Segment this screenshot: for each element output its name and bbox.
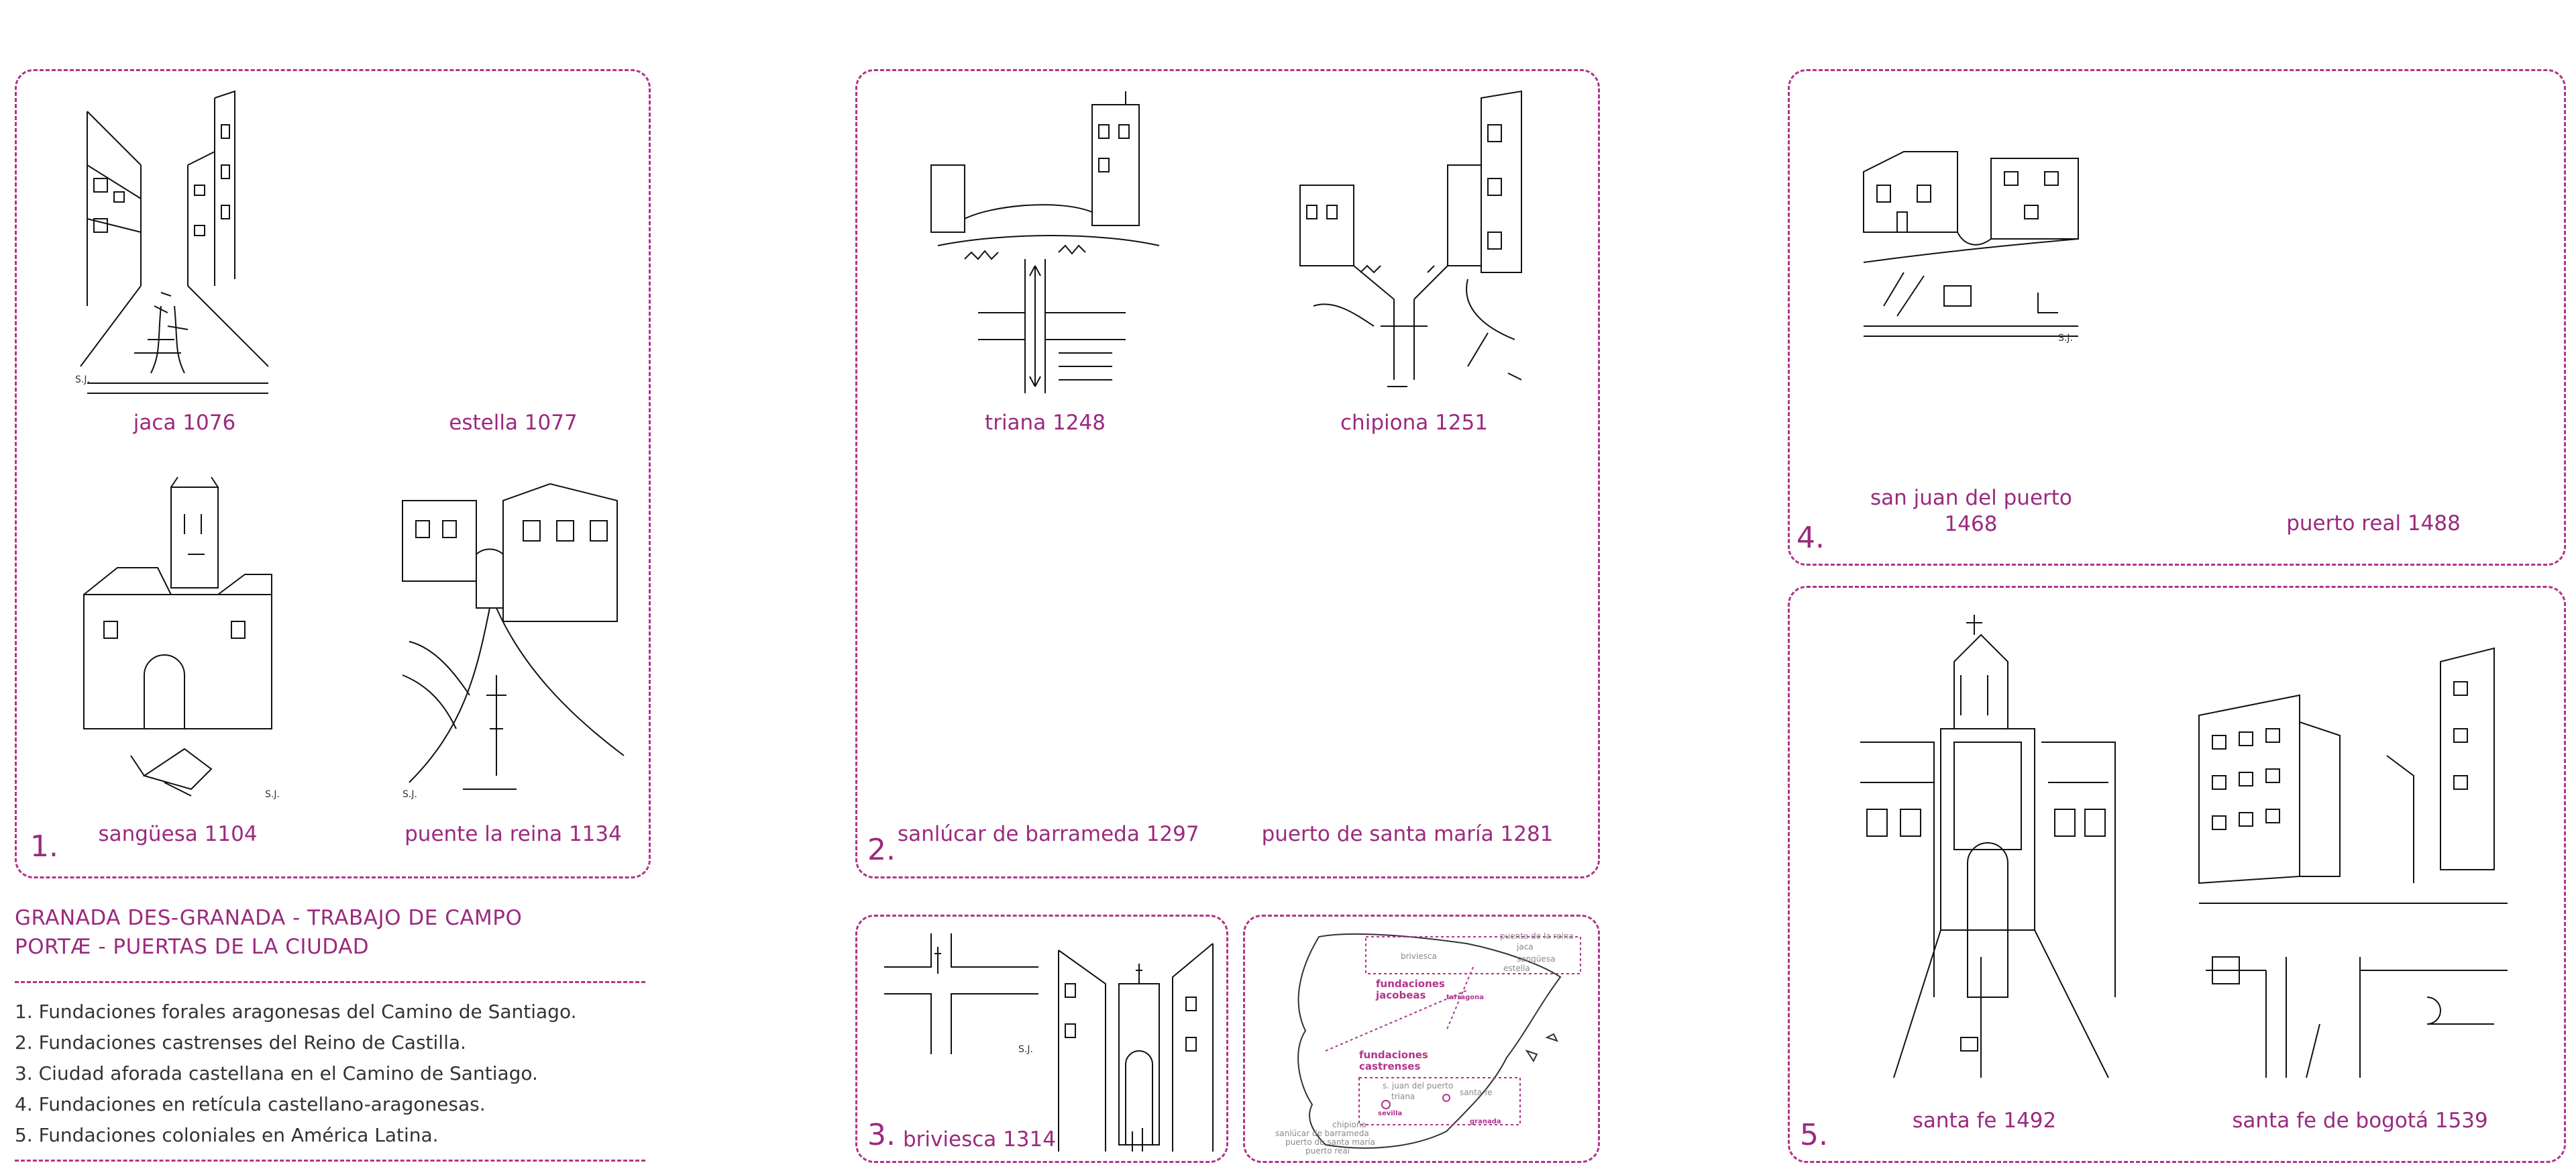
sketch-puente-la-reina: S.J. [396,474,631,809]
map-label-triana: triana [1391,1092,1415,1101]
page-title-line2: PORTÆ - PUERTAS DE LA CIUDAD [15,935,370,959]
map-group-castrenses-line2: castrenses [1359,1060,1421,1072]
iberia-map [1245,917,1602,1165]
legend-item-2: 2. Fundaciones castrenses del Reino de C… [15,1031,466,1054]
map-label-sevilla: sevilla [1378,1110,1403,1117]
caption-puente-la-reina: puente la reina 1134 [405,822,622,846]
sketch-santa-fe [1854,608,2122,1091]
map-group-jacobeas-line1: fundaciones [1376,978,1445,990]
caption-jaca: jaca 1076 [133,411,236,435]
caption-santa-fe: santa fe 1492 [1912,1109,2057,1133]
panel-1-fundaciones-forales: S.J. jaca 1076 estella 1077 S.J. sangües… [15,69,651,878]
caption-sanlucar: sanlúcar de barrameda 1297 [898,822,1199,846]
sketch-signature: S.J. [1018,1044,1033,1055]
map-label-estella: estella [1503,964,1530,973]
panel-number: 5. [1800,1118,1828,1152]
sketch-triana [924,85,1173,393]
map-group-jacobeas: fundaciones jacobeas [1376,978,1445,1001]
map-label-sanguesa: sangüesa [1517,954,1556,964]
legend-list: 1. Fundaciones forales aragonesas del Ca… [15,997,577,1151]
caption-sanguesa: sangüesa 1104 [98,822,258,846]
panel-5-coloniales: santa fe 1492 santa fe de bogotá 1539 5. [1788,586,2566,1163]
legend-item-3: 3. Ciudad aforada castellana en el Camin… [15,1062,538,1084]
caption-triana: triana 1248 [985,411,1106,435]
map-label-briviesca: briviesca [1401,952,1437,961]
map-label-puente-la-reina: puente de la reina [1500,931,1574,941]
legend-item-4: 4. Fundaciones en retícula castellano-ar… [15,1093,486,1115]
panel-number: 4. [1796,521,1825,555]
sketch-chipiona [1293,85,1542,400]
caption-san-juan-line2: 1468 [1944,512,1998,536]
legend-item-5: 5. Fundaciones coloniales en América Lat… [15,1124,439,1146]
map-label-puerto-santa-maria: puerto de santa maría [1285,1137,1375,1147]
sketch-signature: S.J. [75,374,90,385]
map-label-chipiona: chipiona [1332,1120,1366,1129]
caption-santa-fe-de-bogota: santa fe de bogotá 1539 [2232,1109,2488,1133]
panel-2-fundaciones-castrenses: triana 1248 chipiona 1251 sanlúcar de ba… [855,69,1600,878]
panel-3-ciudad-aforada: S.J. 3. briviesca 1314 [855,915,1228,1163]
sketch-signature: S.J. [2058,333,2073,344]
panel-map-iberia: briviesca puente de la reina jaca sangüe… [1243,915,1600,1163]
map-label-santa-fe: santa fe [1460,1088,1493,1097]
map-label-s-juan: s. juan del puerto [1383,1081,1454,1090]
map-label-puerto-real: puerto real [1305,1146,1350,1156]
caption-san-juan-line1: san juan del puerto [1870,486,2072,510]
page-title-line1: GRANADA DES-GRANADA - TRABAJO DE CAMPO [15,906,523,930]
sketch-san-juan-del-puerto: S.J. [1857,132,2085,353]
list-divider [15,1160,645,1162]
map-label-granada: granada [1470,1118,1501,1125]
caption-briviesca: briviesca 1314 [903,1127,1057,1152]
sketch-jaca: S.J. [67,85,288,400]
sketch-santa-fe-de-bogota [2186,621,2521,1091]
map-group-castrenses-line1: fundaciones [1359,1049,1428,1061]
caption-estella: estella 1077 [449,411,578,435]
title-divider [15,981,645,983]
legend-item-1: 1. Fundaciones forales aragonesas del Ca… [15,1001,577,1023]
sketch-briviesca-street [1052,930,1220,1158]
panel-number: 2. [867,833,896,867]
map-label-sanlucar: sanlúcar de barrameda [1275,1129,1369,1138]
map-group-jacobeas-line2: jacobeas [1376,989,1426,1001]
panel-number: 1. [30,829,58,864]
sketch-briviesca-plan: S.J. [877,927,1045,1061]
caption-chipiona: chipiona 1251 [1340,411,1488,435]
map-label-tarragona: tarragona [1446,994,1485,1001]
map-label-jaca: jaca [1517,942,1534,952]
sketch-signature: S.J. [402,789,417,800]
map-group-castrenses: fundaciones castrenses [1359,1050,1428,1072]
caption-puerto-santa-maria: puerto de santa maría 1281 [1261,822,1554,846]
sketch-signature: S.J. [265,789,280,800]
panel-number: 3. [867,1118,896,1152]
panel-4-reticula: S.J. san juan del puerto 1468 puerto rea… [1788,69,2566,566]
sketch-sanguesa: S.J. [64,474,292,803]
caption-puerto-real: puerto real 1488 [2286,511,2461,536]
